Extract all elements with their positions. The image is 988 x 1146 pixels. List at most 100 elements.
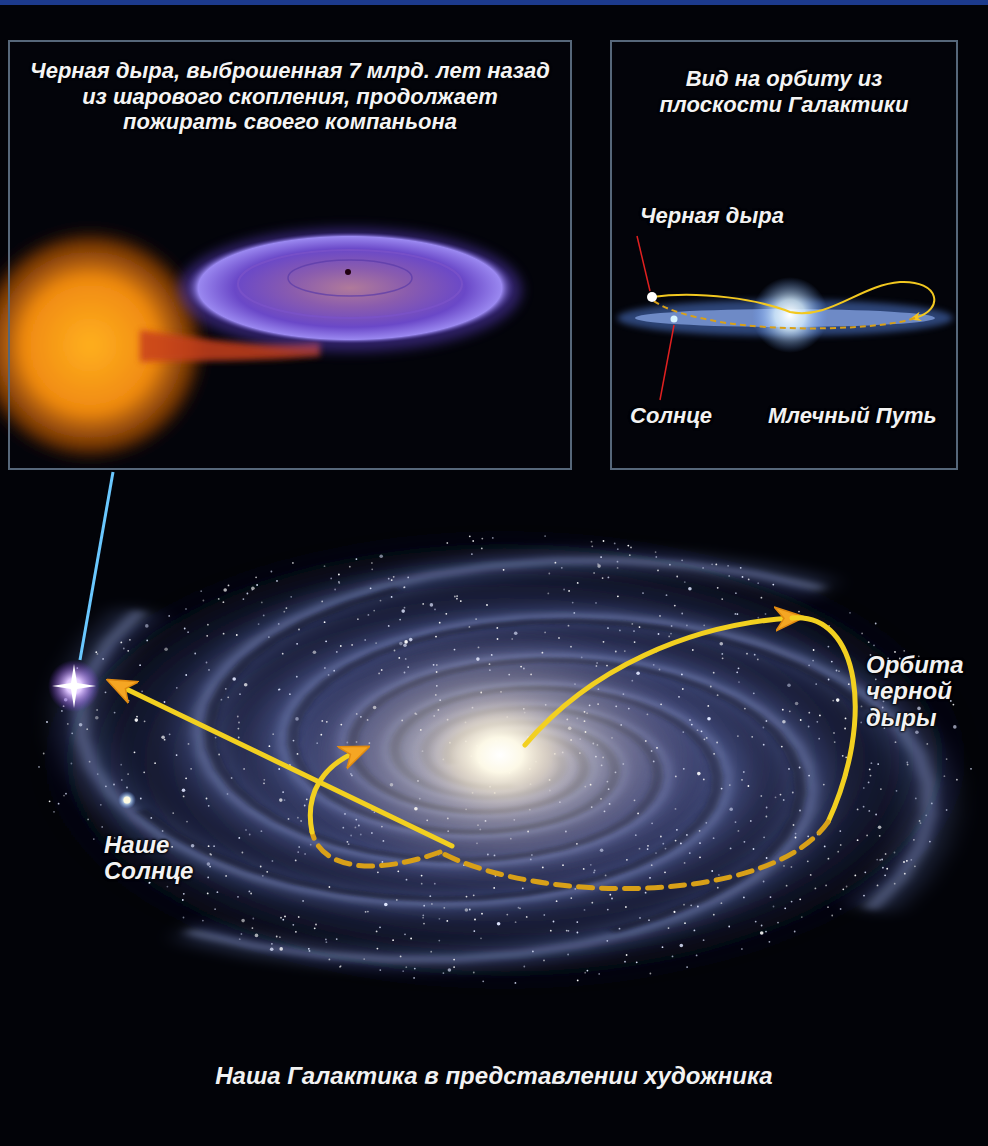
star [670, 633, 672, 635]
star [799, 810, 801, 812]
star [465, 908, 469, 912]
star [674, 911, 676, 913]
star [669, 564, 671, 566]
star [231, 777, 233, 779]
star [321, 601, 323, 603]
star [261, 602, 263, 604]
star [834, 741, 836, 743]
star [794, 931, 796, 933]
star [676, 576, 678, 578]
star [127, 773, 129, 775]
star [376, 931, 378, 933]
star [409, 638, 413, 642]
star [515, 921, 517, 923]
spiral-arm [84, 635, 876, 985]
star [866, 835, 868, 837]
star [704, 738, 706, 740]
star [252, 918, 254, 920]
star [688, 587, 692, 591]
star [65, 793, 67, 795]
star [587, 970, 589, 972]
star [326, 941, 328, 943]
star [351, 644, 353, 646]
star [282, 919, 284, 921]
star [262, 875, 264, 877]
star [595, 602, 597, 604]
star [818, 738, 820, 740]
star [309, 950, 311, 952]
star [282, 791, 284, 793]
star [845, 756, 847, 758]
star [556, 900, 558, 902]
star [861, 633, 863, 635]
star [690, 904, 692, 906]
star [702, 567, 704, 569]
galaxy-disk [20, 525, 988, 995]
star [187, 631, 189, 633]
star [681, 559, 683, 561]
star [699, 830, 701, 832]
star [717, 694, 719, 696]
illustration-panel: Черная дыра, выброшенная 7 млрд. лет наз… [8, 40, 572, 470]
star [846, 886, 848, 888]
star [238, 722, 240, 724]
star [597, 563, 599, 565]
star [348, 843, 350, 845]
star [920, 822, 922, 824]
star [183, 796, 185, 798]
star [183, 893, 185, 895]
star [879, 859, 881, 861]
star [278, 623, 280, 625]
star [894, 883, 896, 885]
star [807, 860, 809, 862]
star [838, 670, 840, 672]
star [577, 980, 579, 982]
star [167, 886, 169, 888]
star [207, 893, 209, 895]
star [629, 554, 631, 556]
star [683, 904, 685, 906]
star [721, 598, 723, 600]
star [757, 582, 759, 584]
star [773, 906, 775, 908]
star [439, 918, 441, 920]
star [766, 857, 768, 859]
star [544, 632, 546, 634]
star [284, 916, 286, 918]
star [870, 775, 872, 777]
star [660, 836, 662, 838]
star [243, 598, 245, 600]
star [329, 886, 331, 888]
star [434, 883, 436, 885]
star [783, 865, 785, 867]
star [705, 822, 707, 824]
star [471, 553, 473, 555]
star [791, 866, 793, 868]
spiral-arm [84, 635, 876, 985]
black-hole-glow [48, 660, 100, 712]
star [744, 708, 746, 710]
star [185, 674, 187, 676]
star [568, 625, 570, 627]
star [469, 535, 471, 537]
star [782, 720, 786, 724]
star [304, 805, 306, 807]
star [302, 900, 304, 902]
star [877, 763, 879, 765]
star [815, 888, 817, 890]
star [368, 614, 370, 616]
star [480, 937, 482, 939]
star [97, 773, 99, 775]
star [71, 763, 73, 765]
star [206, 662, 208, 664]
star [617, 561, 619, 563]
star [473, 972, 475, 974]
star [548, 573, 550, 575]
star [272, 860, 274, 862]
star [692, 649, 694, 651]
star [713, 753, 715, 755]
star [176, 754, 178, 756]
star [402, 970, 404, 972]
star [375, 642, 377, 644]
